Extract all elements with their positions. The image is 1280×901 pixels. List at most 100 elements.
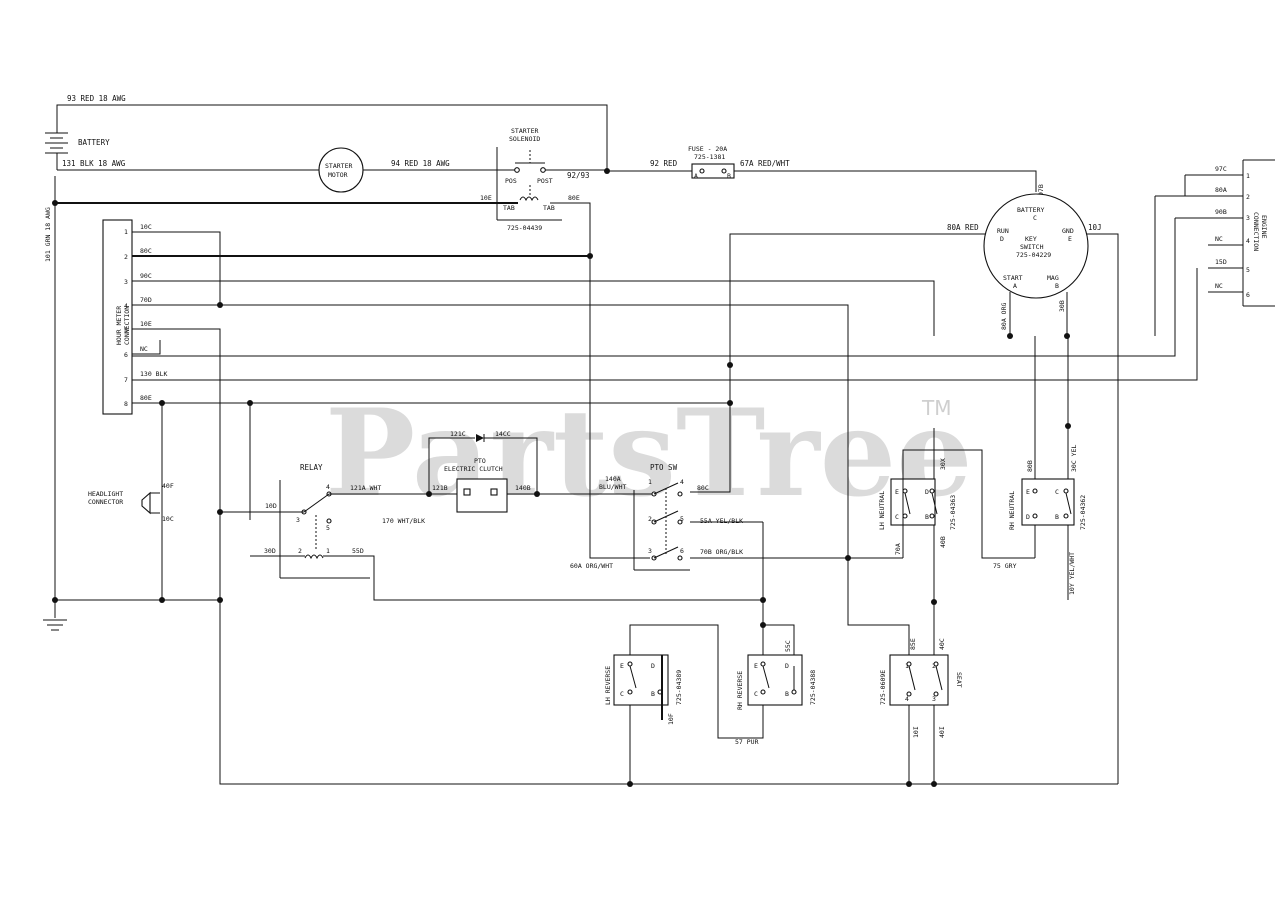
wire-121a-label: 121A WHT: [350, 484, 381, 492]
pto-switch-label: PTO SW: [650, 463, 678, 472]
pto-switch: PTO SW 140A BLU/WHT 1 4 2 5 3 6: [599, 463, 690, 571]
key-switch-gnd: GND: [1062, 227, 1074, 235]
lh-reverse-label-1: LH REVERSE: [604, 666, 612, 705]
hm-pin-5: 5: [124, 326, 128, 334]
hm-pin-4: 4: [124, 302, 128, 310]
rh-neutral-switch: RH NEUTRAL 725-04362 E C D B: [1008, 478, 1087, 530]
watermark-tm: TM: [921, 396, 951, 420]
wire-85e-label: 85E: [909, 638, 917, 650]
wire-121b-label: 121B: [432, 484, 448, 492]
solenoid-tab-left: TAB: [503, 204, 515, 212]
svg-text:1: 1: [1246, 172, 1250, 180]
wire-10e-label: 10E: [480, 194, 492, 202]
svg-text:C: C: [895, 513, 899, 521]
solenoid-pos: POS: [505, 177, 517, 185]
svg-text:2: 2: [648, 515, 652, 523]
hm-pin-7: 7: [124, 376, 128, 384]
wire-93-label: 93 RED 18 AWG: [67, 94, 126, 103]
headlight-label-1: HEADLIGHT: [88, 490, 123, 498]
wire-30b-label: 30B: [1058, 300, 1066, 312]
hm-wire-6-label: NC: [140, 345, 148, 353]
wire-60a-label: 60A ORG/WHT: [570, 562, 613, 570]
svg-text:4: 4: [1246, 237, 1250, 245]
hm-pin-6: 6: [124, 351, 128, 359]
engine-pin-2: 80A: [1215, 186, 1227, 194]
wire-92-93-label: 92/93: [567, 171, 590, 180]
pto-clutch: PTO ELECTRIC CLUTCH A B: [444, 457, 508, 513]
svg-text:4: 4: [905, 695, 909, 703]
wire-10j-label: 10J: [1088, 223, 1102, 232]
wire-140a-label: 140A: [605, 475, 621, 483]
fuse-label-2: 725-1381: [694, 153, 725, 161]
wire-140b-label: 140B: [515, 484, 531, 492]
svg-text:3: 3: [648, 547, 652, 555]
rh-neutral-label-2: 725-04362: [1079, 495, 1087, 530]
hm-pin-2: 2: [124, 253, 128, 261]
headlight-10c: 10C: [162, 515, 174, 523]
wire-30d-label: 30D: [264, 547, 276, 555]
hm-wire-6: [132, 340, 161, 355]
wire-170-label: 170 WHT/BLK: [382, 517, 425, 525]
svg-text:B: B: [785, 690, 789, 698]
wire-75-label: 75 GRY: [993, 562, 1017, 570]
wire-55d-label: 55D: [352, 547, 364, 555]
wire-80e-label: 80E: [568, 194, 580, 202]
hm-pin-1: 1: [124, 228, 128, 236]
key-switch-start: START: [1003, 274, 1023, 282]
wire-55c-label: 55C: [784, 640, 792, 652]
lh-neutral-label-2: 725-04363: [949, 495, 957, 530]
hm-wire-4: [132, 304, 849, 558]
svg-text:D: D: [925, 488, 929, 496]
wire-10f-label: 10F: [667, 713, 675, 725]
key-switch-label-3: 725-04229: [1016, 251, 1051, 259]
solenoid-label-1: STARTER: [511, 127, 538, 135]
headlight-40f: 40F: [162, 482, 174, 490]
svg-text:E: E: [1068, 235, 1072, 243]
wire-80a-label: 80A RED: [947, 223, 979, 232]
fuse-a: A: [694, 172, 698, 180]
lh-neutral-switch: LH NEUTRAL 725-04363 E D C B: [878, 478, 957, 530]
wire-10j: [1087, 233, 1119, 784]
svg-text:D: D: [651, 662, 655, 670]
wire-92-label: 92 RED: [650, 159, 678, 168]
wire-40c-label: 40C: [938, 638, 946, 650]
starter-motor-label-1: STARTER: [325, 162, 352, 170]
headlight-label-2: CONNECTOR: [88, 498, 123, 506]
hm-pin-3: 3: [124, 278, 128, 286]
hour-meter-connection: HOUR METER CONNECTION 1 2 3 4 5 6 7 8: [102, 219, 133, 415]
wire-10d-label: 10D: [265, 502, 277, 510]
seat-label-2: 725-0609E: [879, 670, 887, 705]
svg-text:2: 2: [298, 547, 302, 555]
svg-text:B: B: [925, 513, 929, 521]
wire-40i-label: 40I: [938, 726, 946, 738]
lh-reverse-switch: LH REVERSE 725-04389 E D C B: [604, 654, 683, 706]
svg-text:1: 1: [326, 547, 330, 555]
headlight-connector: HEADLIGHT CONNECTOR 40F 10C: [88, 482, 174, 523]
rh-reverse-label-2: 725-04388: [809, 670, 817, 705]
svg-text:D: D: [1000, 235, 1004, 243]
hour-meter-label-2: CONNECTION: [123, 306, 131, 345]
engine-conn-label-2: CONNECTION: [1252, 212, 1260, 251]
key-switch-label-2: SWITCH: [1020, 243, 1044, 251]
svg-text:5: 5: [1246, 266, 1250, 274]
ground-icon: [43, 619, 67, 631]
hm-wire-2-label: 80C: [140, 247, 152, 255]
svg-text:3: 3: [296, 516, 300, 524]
svg-text:B: B: [651, 690, 655, 698]
key-switch-label-1: KEY: [1025, 235, 1037, 243]
fuse-b: B: [727, 172, 731, 180]
wire-67a-label: 67A RED/WHT: [740, 159, 790, 168]
hm-wire-5-label: 10E: [140, 320, 152, 328]
svg-text:C: C: [1055, 488, 1059, 496]
svg-text:5: 5: [680, 515, 684, 523]
svg-text:E: E: [1026, 488, 1030, 496]
svg-text:6: 6: [1246, 291, 1250, 299]
wire-30c-label: 30C YEL: [1070, 445, 1078, 472]
hm-wire-1: [132, 231, 221, 305]
solenoid-tab-right: TAB: [543, 204, 555, 212]
svg-text:A: A: [1013, 282, 1017, 290]
engine-pin-4: NC: [1215, 235, 1223, 243]
key-switch: BATTERY C RUN D GND E KEY SWITCH 725-042…: [983, 193, 1089, 299]
wire-10y-label: 10Y YEL/WHT: [1068, 552, 1076, 595]
